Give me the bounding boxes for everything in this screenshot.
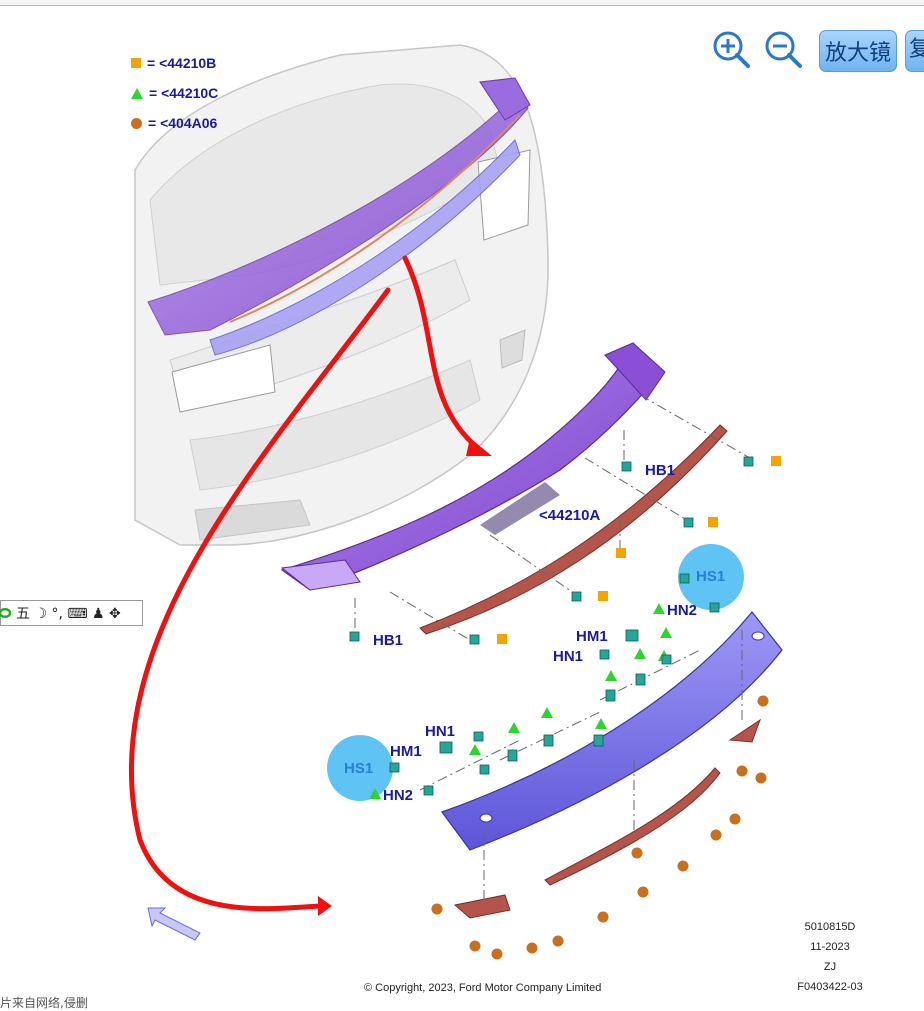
- magnifier-button[interactable]: 放大镜: [819, 30, 897, 72]
- label-hm1-left: HM1: [390, 743, 422, 760]
- assembly-leader-lines: [354, 394, 751, 900]
- square-marker-icon: [131, 58, 141, 68]
- zoom-in-icon[interactable]: [710, 28, 752, 70]
- fastener-triangle-markers: [369, 603, 672, 799]
- legend-label: = <44210C: [149, 85, 219, 101]
- figure-id: F0403422-03: [797, 981, 863, 993]
- hs1-highlight-right: [678, 544, 744, 610]
- legend-label: = <404A06: [148, 115, 218, 131]
- doc-initials: ZJ: [823, 961, 837, 973]
- zoom-out-icon[interactable]: [762, 28, 804, 70]
- label-hn1-left: HN1: [425, 723, 456, 740]
- copy-button[interactable]: 复: [905, 30, 924, 72]
- label-hs1-right: HS1: [696, 568, 726, 585]
- label-part-44210A: <44210A: [539, 507, 601, 524]
- legend-label: = <44210B: [147, 55, 217, 71]
- legend-item-404A06: = <404A06: [131, 115, 217, 131]
- triangle-marker-icon: [131, 87, 143, 99]
- label-hm1-right: HM1: [576, 628, 608, 645]
- label-hs1-left: HS1: [344, 760, 374, 777]
- label-hn2-right: HN2: [667, 602, 698, 619]
- legend-item-44210B: = <44210B: [131, 55, 216, 71]
- label-hn2-left: HN2: [383, 787, 414, 804]
- liftgate-panel: [441, 611, 783, 919]
- spoiler-on-vehicle: [147, 77, 531, 356]
- spoiler-seal-strip: [419, 424, 728, 635]
- doc-date: 11-2023: [810, 941, 850, 953]
- arrow-head-lower: [318, 896, 332, 916]
- label-hb1-top: HB1: [645, 462, 676, 479]
- arrow-head-upper: [466, 438, 492, 456]
- view-direction-arrow: [147, 907, 201, 941]
- circle-marker-icon: [131, 117, 142, 129]
- source-note: 片来自网络,侵删: [0, 996, 88, 1010]
- red-direction-arrows: [128, 255, 481, 912]
- doc-number: 5010815D: [804, 921, 856, 933]
- label-hb1-bottom: HB1: [373, 632, 404, 649]
- ime-toolbar[interactable]: 五 ☽ °, ⌨ ♟ ✥: [0, 600, 143, 626]
- label-hn1-right: HN1: [553, 648, 584, 665]
- legend-item-44210C: = <44210C: [131, 85, 218, 101]
- fastener-square-markers: [497, 456, 781, 644]
- fastener-circle-markers: [431, 695, 769, 960]
- window-top-border: [0, 0, 924, 6]
- ime-toolbar-label: 五 ☽ °, ⌨ ♟ ✥: [16, 606, 121, 622]
- clip-components: [349, 456, 754, 796]
- hs1-highlight-left: [327, 735, 393, 801]
- spoiler-assembly-44210A: [280, 342, 666, 591]
- copyright-notice: © Copyright, 2023, Ford Motor Company Li…: [364, 982, 602, 994]
- ime-logo-icon: [0, 608, 12, 618]
